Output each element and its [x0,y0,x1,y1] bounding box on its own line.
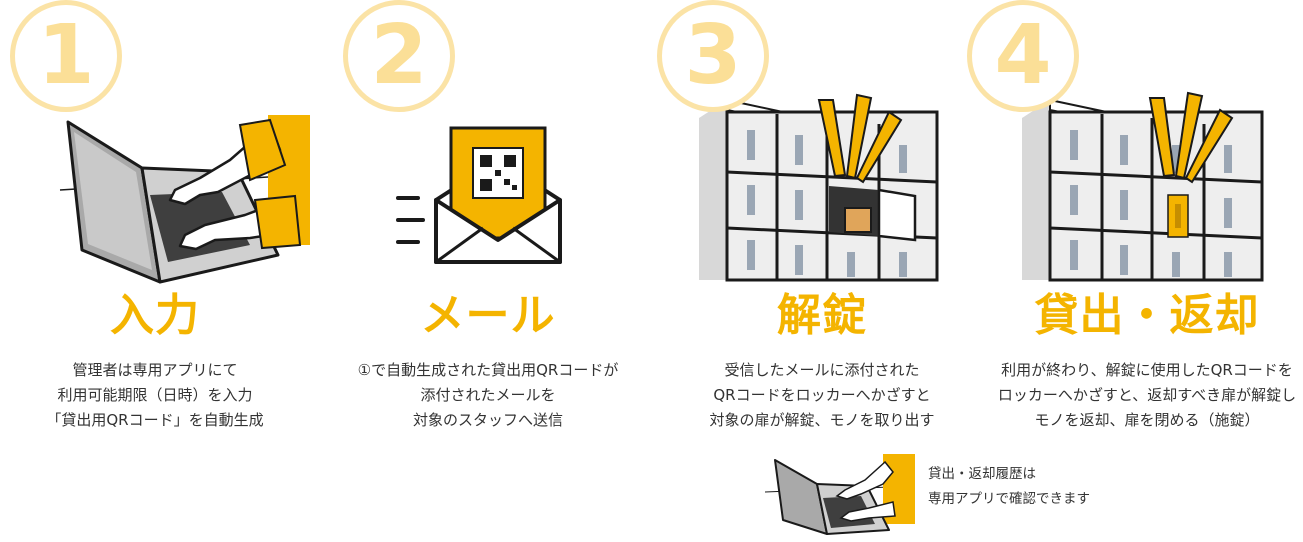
description-line: ①で自動生成された貸出用QRコードが [357,361,619,379]
step-description: 利用が終わり、解錠に使用したQRコードを ロッカーへかざすと、返却すべき扉が解錠… [992,358,1302,433]
note-line: 専用アプリで確認できます [928,491,1090,507]
qr-email-icon [396,126,562,264]
step-description: 管理者は専用アプリにて 利用可能期限（日時）を入力 「貸出用QRコード」を自動生… [0,358,310,433]
description-line: 利用可能期限（日時）を入力 [57,386,253,404]
description-line: 利用が終わり、解錠に使用したQRコードを [1001,361,1293,379]
step-number: 3 [684,8,742,103]
step-number: 4 [994,8,1052,103]
step-number-badge: 4 [967,0,1079,112]
step-title: メール [420,290,556,341]
step-number-badge: 1 [10,0,122,112]
description-line: 対象の扉が解錠、モノを取り出す [709,411,935,429]
step-title: 貸出・返却 [1034,290,1260,341]
laptop-typing-icon [765,454,915,535]
laptop-typing-icon [59,115,310,284]
note-line: 貸出・返却履歴は [928,466,1036,482]
history-note: 貸出・返却履歴は 専用アプリで確認できます [928,462,1090,512]
closed-locker-icon [1022,91,1264,282]
step-number: 2 [370,8,428,103]
step-description: 受信したメールに添付された QRコードをロッカーへかざすと 対象の扉が解錠、モノ… [667,358,977,433]
description-line: 添付されたメールを [420,386,556,404]
description-line: モノを返却、扉を閉める（施錠） [1034,411,1260,429]
description-line: 管理者は専用アプリにて [72,361,238,379]
description-line: 「貸出用QRコード」を自動生成 [46,411,264,429]
step-3: 3 解錠 受 [657,0,977,440]
step-4: 4 貸出・返却 利用が終わり、解錠に使用したQR [967,0,1302,440]
step-title: 解錠 [777,290,867,341]
step-description: ①で自動生成された貸出用QRコードが 添付されたメールを 対象のスタッフへ送信 [333,358,643,433]
step-1: 1 入力 管理者は専用アプリにて 利用可能期限（日時）を入力 「貸出用QRコード… [0,0,310,440]
description-line: 受信したメールに添付された [724,361,920,379]
description-line: 対象のスタッフへ送信 [412,411,563,429]
description-line: ロッカーへかざすと、返却すべき扉が解錠し [997,386,1297,404]
description-line: QRコードをロッカーへかざすと [713,386,931,404]
step-number-badge: 2 [343,0,455,112]
step-2: 2 メール ①で自動生成された貸出用QRコードが 添付されたメールを 対象のスタ… [333,0,643,440]
step-number-badge: 3 [657,0,769,112]
step-number: 1 [37,8,95,103]
step-title: 入力 [110,290,200,341]
open-locker-icon [699,93,939,282]
